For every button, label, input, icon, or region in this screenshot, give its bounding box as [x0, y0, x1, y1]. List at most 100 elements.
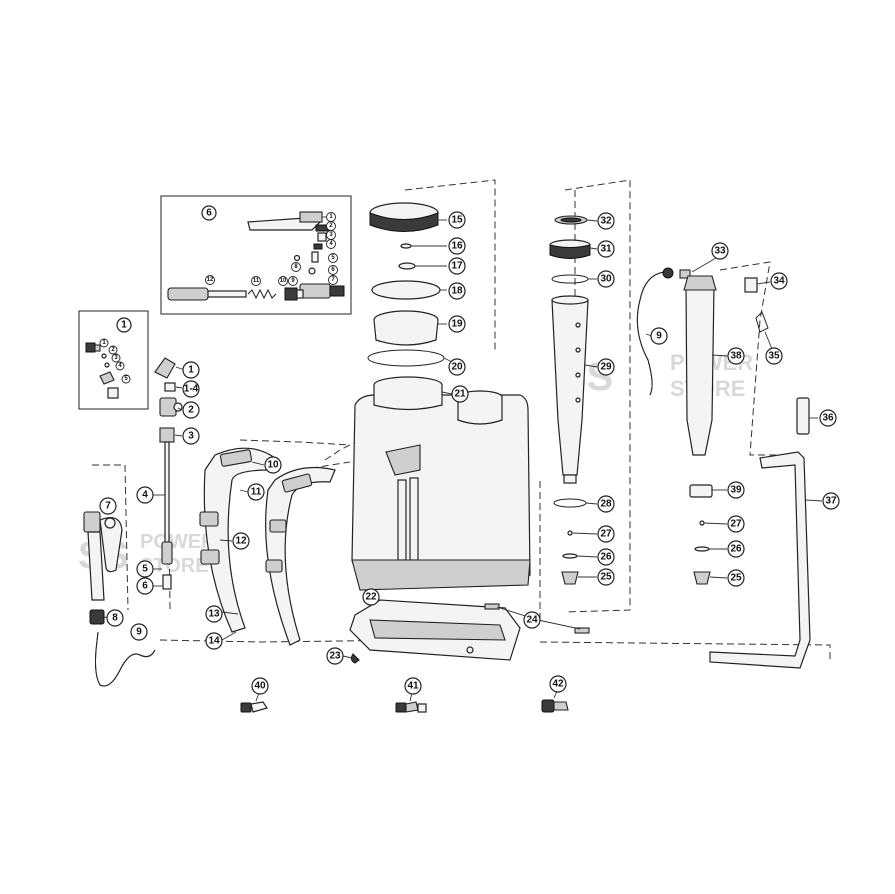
inset-1-callout-2[interactable]: 2 — [108, 345, 118, 355]
callout-35[interactable]: 35 — [765, 347, 783, 365]
assembly-guide-lines — [92, 179, 831, 660]
callout-33[interactable]: 33 — [711, 242, 729, 260]
svg-text:3: 3 — [188, 431, 194, 442]
callout-6[interactable]: 6 — [136, 577, 154, 595]
callout-30[interactable]: 30 — [597, 270, 615, 288]
inset-6-callout-7[interactable]: 7 — [328, 275, 338, 285]
svg-text:31: 31 — [600, 244, 612, 255]
callout-4[interactable]: 4 — [136, 486, 154, 504]
inset-1-callout-3[interactable]: 3 — [111, 353, 121, 363]
callout-40[interactable]: 40 — [251, 677, 269, 695]
inset-1-callout-1[interactable]: 1 — [99, 338, 109, 348]
svg-text:10: 10 — [280, 278, 287, 284]
svg-text:26: 26 — [730, 544, 742, 555]
callout-37[interactable]: 37 — [822, 492, 840, 510]
callout-2[interactable]: 2 — [182, 401, 200, 419]
callout-34[interactable]: 34 — [770, 272, 788, 290]
inset-6-callout-2[interactable]: 2 — [326, 221, 336, 231]
callout-32[interactable]: 32 — [597, 212, 615, 230]
inset-6-callout-4[interactable]: 4 — [326, 239, 336, 249]
svg-text:9: 9 — [656, 331, 662, 342]
callout-19[interactable]: 19 — [448, 315, 466, 333]
inset-6-callout-11[interactable]: 11 — [251, 276, 261, 286]
inset-1-callout-4[interactable]: 4 — [115, 361, 125, 371]
pressure-chamber — [549, 215, 598, 585]
svg-text:14: 14 — [208, 636, 220, 647]
svg-text:30: 30 — [600, 274, 612, 285]
inset-6-callout-9[interactable]: 9 — [288, 276, 298, 286]
svg-text:25: 25 — [730, 573, 742, 584]
callout-27-pump[interactable]: 27 — [727, 515, 745, 533]
callout-28[interactable]: 28 — [597, 495, 615, 513]
svg-text:7: 7 — [331, 277, 335, 283]
inset-6-callout-1[interactable]: 1 — [326, 212, 336, 222]
callout-11[interactable]: 11 — [247, 483, 265, 501]
svg-text:5: 5 — [142, 564, 148, 575]
svg-text:33: 33 — [714, 246, 726, 257]
svg-text:15: 15 — [451, 215, 463, 226]
svg-text:41: 41 — [407, 681, 419, 692]
callout-9-hose-left[interactable]: 9 — [130, 623, 148, 641]
watermark-right: SS POWER STORE — [560, 350, 753, 401]
callout-3[interactable]: 3 — [182, 427, 200, 445]
callout-7[interactable]: 7 — [99, 497, 117, 515]
callout-36[interactable]: 36 — [819, 409, 837, 427]
svg-text:7: 7 — [105, 501, 111, 512]
callout-18[interactable]: 18 — [448, 282, 466, 300]
callout-22[interactable]: 22 — [362, 588, 380, 606]
callout-6-inset-title[interactable]: 6 — [201, 205, 217, 221]
svg-text:22: 22 — [365, 592, 377, 603]
svg-text:3: 3 — [329, 232, 333, 238]
callout-42[interactable]: 42 — [549, 675, 567, 693]
inset-6-callout-10[interactable]: 10 — [278, 276, 288, 286]
callout-1-inset-title[interactable]: 1 — [116, 317, 132, 333]
svg-text:1: 1 — [121, 320, 127, 331]
callout-39[interactable]: 39 — [727, 481, 745, 499]
callout-38[interactable]: 38 — [727, 347, 745, 365]
callout-26-pump[interactable]: 26 — [727, 540, 745, 558]
callout-14[interactable]: 14 — [205, 632, 223, 650]
callout-13[interactable]: 13 — [205, 605, 223, 623]
callout-16[interactable]: 16 — [448, 237, 466, 255]
callout-1[interactable]: 1 — [182, 361, 200, 379]
callout-10[interactable]: 10 — [264, 456, 282, 474]
inset-6-callout-12[interactable]: 12 — [205, 275, 215, 285]
callout-12[interactable]: 12 — [232, 532, 250, 550]
callout-26[interactable]: 26 — [597, 548, 615, 566]
inset-6-callout-8[interactable]: 8 — [291, 262, 301, 272]
svg-text:37: 37 — [825, 496, 837, 507]
callout-1-4[interactable]: 1-4 — [182, 380, 200, 398]
inset-1-callout-5[interactable]: 5 — [121, 374, 131, 384]
callout-41[interactable]: 41 — [404, 677, 422, 695]
callout-25[interactable]: 25 — [597, 568, 615, 586]
svg-text:40: 40 — [254, 681, 266, 692]
callout-21[interactable]: 21 — [451, 385, 469, 403]
callout-5[interactable]: 5 — [136, 560, 154, 578]
callout-15[interactable]: 15 — [448, 211, 466, 229]
svg-text:9: 9 — [291, 278, 295, 284]
callout-29[interactable]: 29 — [597, 358, 615, 376]
svg-text:27: 27 — [600, 529, 612, 540]
svg-text:18: 18 — [451, 286, 463, 297]
svg-text:5: 5 — [124, 376, 128, 382]
svg-text:2: 2 — [111, 347, 115, 353]
svg-text:2: 2 — [188, 405, 194, 416]
inset-6-callout-3[interactable]: 3 — [326, 230, 336, 240]
callout-8[interactable]: 8 — [106, 609, 124, 627]
svg-text:9: 9 — [136, 627, 142, 638]
callout-17[interactable]: 17 — [448, 257, 466, 275]
callout-9-hose-right[interactable]: 9 — [650, 327, 668, 345]
svg-text:26: 26 — [600, 552, 612, 563]
callout-25-pump[interactable]: 25 — [727, 569, 745, 587]
callout-23[interactable]: 23 — [326, 647, 344, 665]
svg-text:1: 1 — [188, 365, 194, 376]
svg-text:4: 4 — [329, 241, 333, 247]
inset-6-callout-5[interactable]: 5 — [328, 253, 338, 263]
svg-text:39: 39 — [730, 485, 742, 496]
callout-27[interactable]: 27 — [597, 525, 615, 543]
callout-31[interactable]: 31 — [597, 240, 615, 258]
inset-6-callout-6[interactable]: 6 — [328, 265, 338, 275]
callout-20[interactable]: 20 — [448, 358, 466, 376]
callout-24[interactable]: 24 — [523, 611, 541, 629]
